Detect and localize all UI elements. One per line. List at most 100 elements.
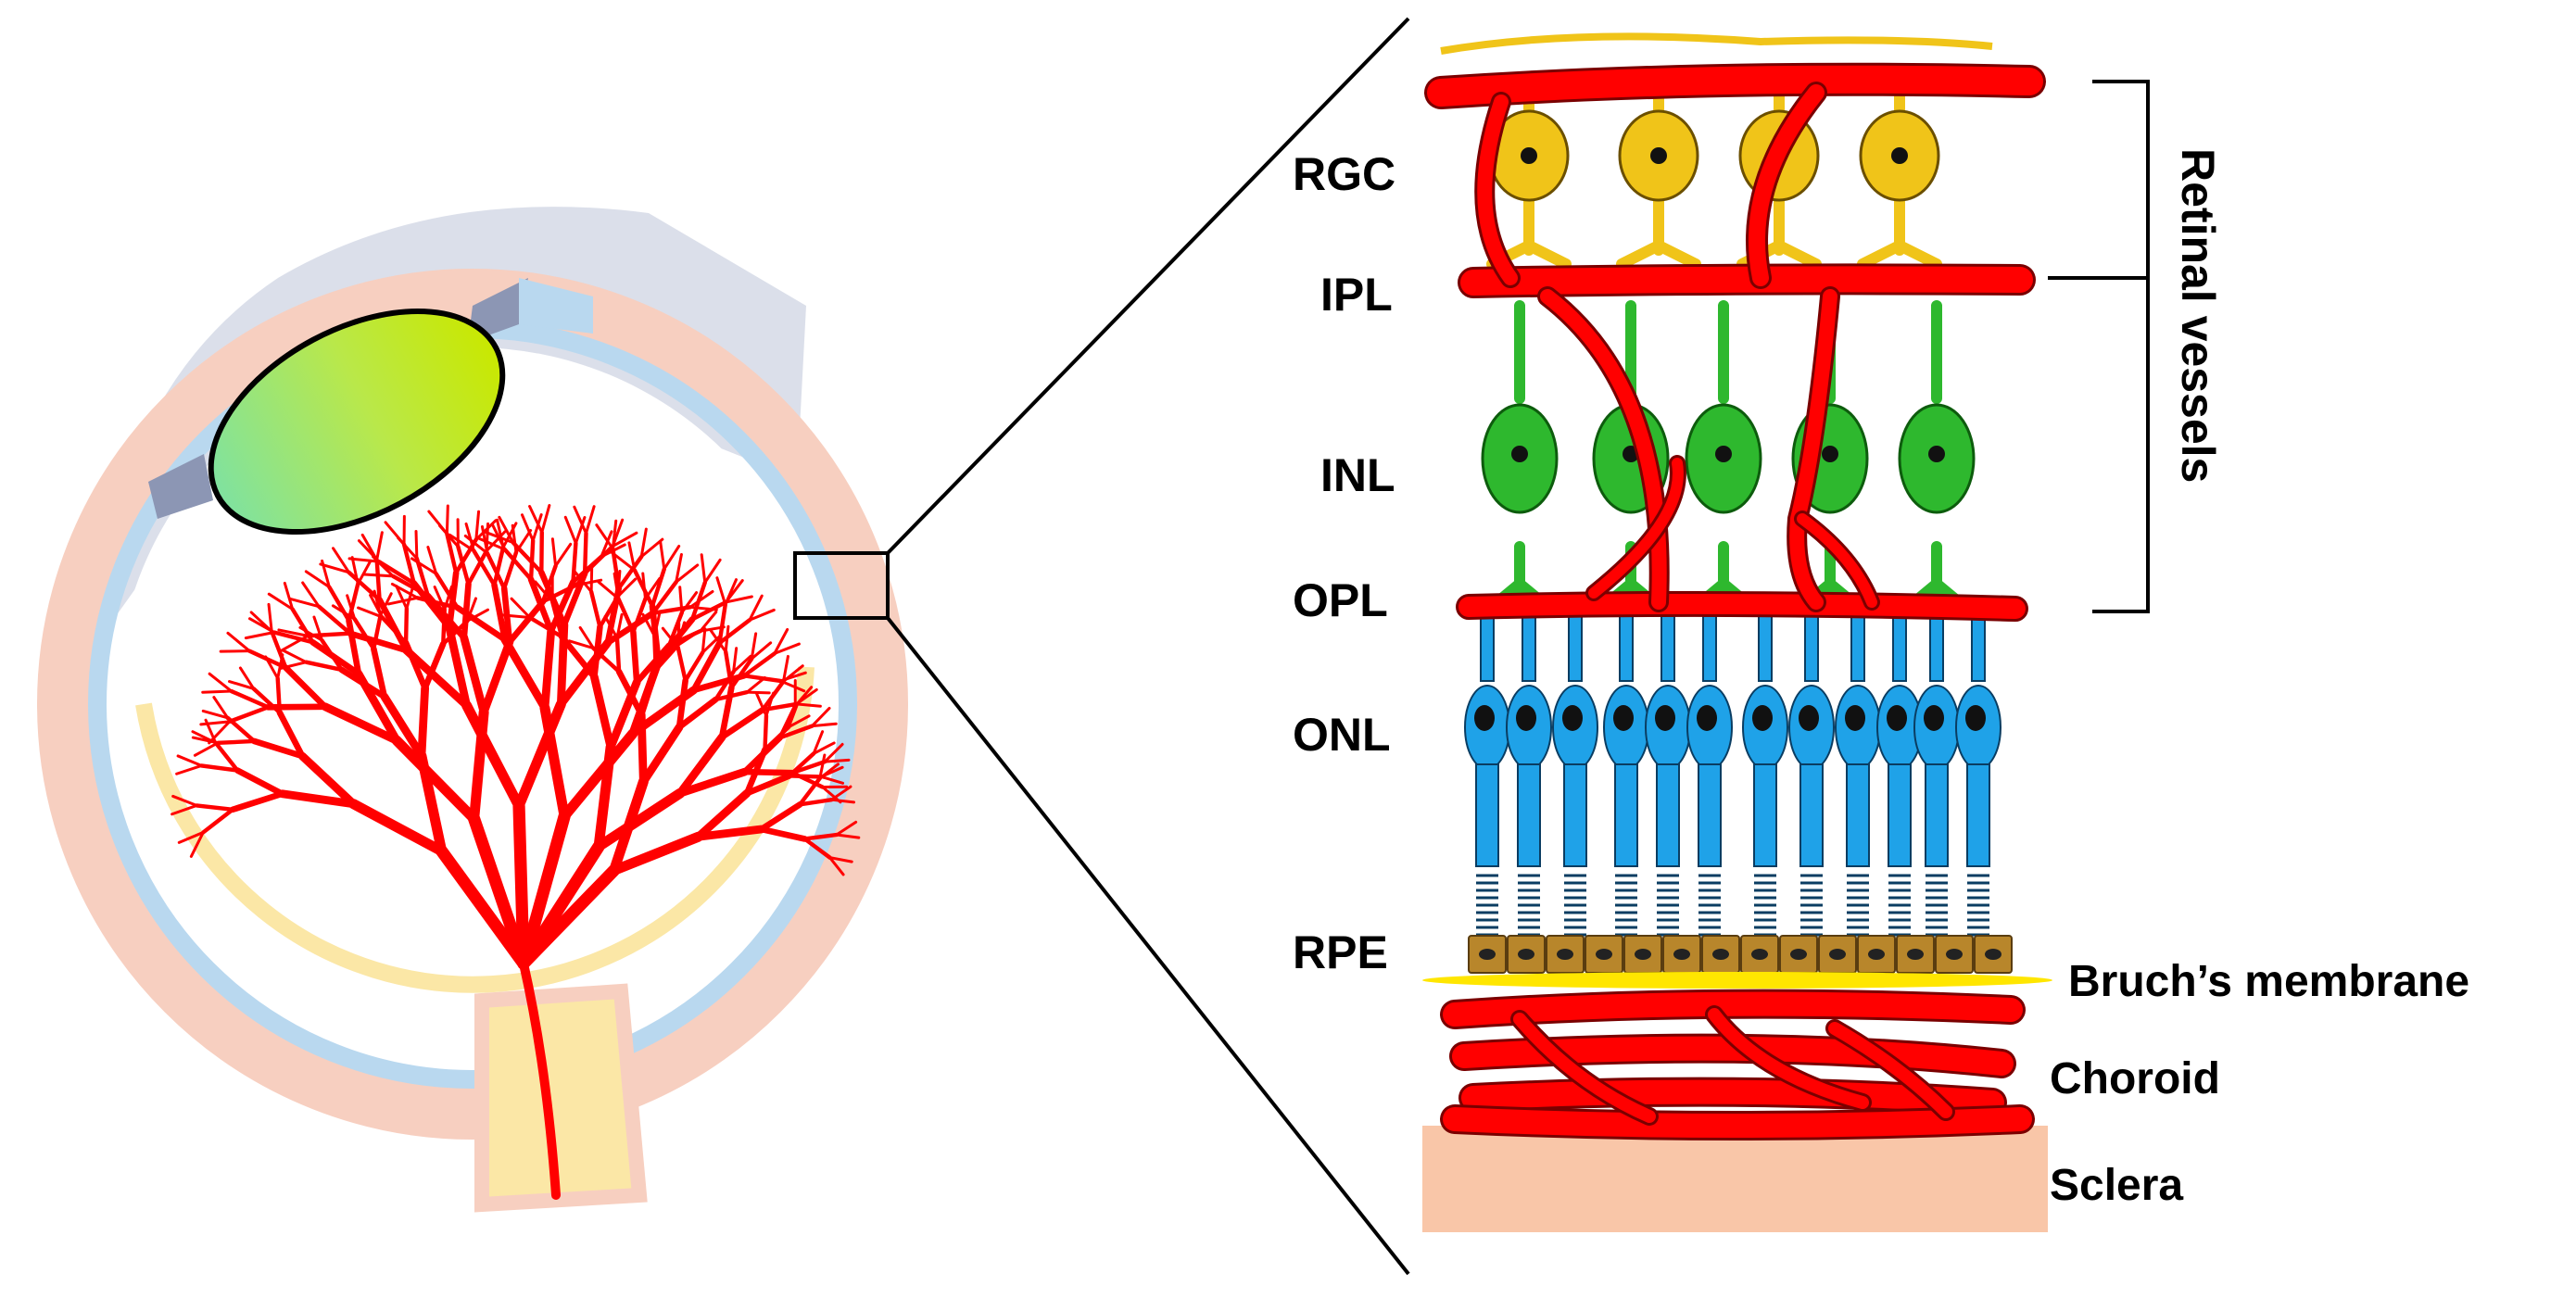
rpe-layer (1469, 936, 2012, 973)
photoreceptor-nucleus (1845, 705, 1865, 731)
photoreceptor-cell (1789, 616, 1834, 935)
bipolar-cell (1686, 306, 1761, 607)
photoreceptor-layer (1465, 616, 2001, 935)
photoreceptor-inner-segment (1926, 764, 1948, 866)
vessel-branch (633, 632, 637, 682)
photoreceptor-nucleus (1965, 705, 1986, 731)
rpe-nucleus (1635, 949, 1651, 960)
photoreceptor-inner-segment (1564, 764, 1586, 866)
rpe-nucleus (1985, 949, 2001, 960)
photoreceptor-outer-segment (1754, 876, 1776, 935)
photoreceptor-cell (1553, 616, 1597, 935)
label-inl: INL (1320, 449, 1395, 501)
photoreceptor-outer-segment (1967, 876, 1989, 935)
ganglion-cell (1861, 83, 1938, 264)
retinal-vessels-bracket (2048, 82, 2148, 611)
photoreceptor-inner-segment (1754, 764, 1776, 866)
label-bruchs-membrane: Bruch’s membrane (2068, 957, 2469, 1006)
label-ipl: IPL (1320, 269, 1393, 321)
vessel-branch (221, 651, 249, 652)
label-onl: ONL (1293, 709, 1391, 761)
vessel-branch (617, 637, 619, 672)
vessel-branch (308, 634, 350, 636)
rpe-nucleus (1751, 949, 1768, 960)
label-rpe: RPE (1293, 926, 1388, 978)
vessel-branch (678, 624, 679, 648)
sclera-layer (1422, 1126, 2048, 1232)
photoreceptor-outer-segment (1800, 876, 1823, 935)
choroid-layer (1455, 1004, 2020, 1126)
rpe-nucleus (1712, 949, 1729, 960)
bipolar-nucleus (1511, 446, 1528, 462)
vessel-branch (825, 760, 849, 762)
photoreceptor-axon (1661, 616, 1674, 681)
label-choroid: Choroid (2050, 1054, 2220, 1103)
label-rgc: RGC (1293, 148, 1395, 200)
photoreceptor-cell (1956, 616, 2001, 935)
vessel-branch (416, 532, 417, 559)
label-opl: OPL (1293, 574, 1388, 626)
vessel-branch (641, 714, 643, 782)
photoreceptor-inner-segment (1967, 764, 1989, 866)
vessel-branch (654, 636, 655, 670)
photoreceptor-inner-segment (1800, 764, 1823, 866)
choroid-vessel (1455, 1119, 2020, 1126)
vessel-branch (406, 609, 407, 643)
vessel-branch (422, 688, 425, 756)
photoreceptor-cell (1604, 616, 1648, 935)
vessel-branch (447, 506, 448, 534)
vessel-branch (203, 691, 232, 692)
vessel-rgc-horizontal (1441, 80, 2029, 93)
photoreceptor-cell (1646, 616, 1690, 935)
photoreceptor-inner-segment (1615, 764, 1637, 866)
photoreceptor-outer-segment (1615, 876, 1637, 935)
vessel-branch (747, 692, 769, 693)
photoreceptor-nucleus (1752, 705, 1773, 731)
ganglion-nucleus (1521, 147, 1537, 164)
photoreceptor-nucleus (1516, 705, 1536, 731)
optic-nerve (482, 991, 639, 1204)
vessel-branch (585, 534, 586, 573)
vessel-branch (377, 560, 380, 599)
photoreceptor-outer-segment (1476, 876, 1498, 935)
photoreceptor-axon (1805, 616, 1818, 681)
bipolar-cell (1483, 306, 1557, 607)
photoreceptor-nucleus (1655, 705, 1675, 731)
photoreceptor-axon (1851, 616, 1864, 681)
vessel-branch (591, 566, 592, 591)
photoreceptor-nucleus (1924, 705, 1944, 731)
photoreceptor-outer-segment (1657, 876, 1679, 935)
photoreceptor-outer-segment (1847, 876, 1869, 935)
photoreceptor-outer-segment (1926, 876, 1948, 935)
photoreceptor-inner-segment (1698, 764, 1721, 866)
retina-cross-section (1422, 36, 2052, 1232)
vessel-branch (519, 806, 524, 964)
photoreceptor-inner-segment (1657, 764, 1679, 866)
photoreceptor-outer-segment (1888, 876, 1911, 935)
vessel-branch (789, 775, 822, 776)
choroid-vessel (1455, 1004, 2011, 1014)
bipolar-cell-layer (1483, 306, 1974, 607)
photoreceptor-axon (1893, 616, 1906, 681)
photoreceptor-nucleus (1562, 705, 1583, 731)
photoreceptor-axon (1930, 616, 1943, 681)
photoreceptor-inner-segment (1888, 764, 1911, 866)
rpe-nucleus (1596, 949, 1612, 960)
rpe-nucleus (1518, 949, 1534, 960)
photoreceptor-nucleus (1474, 705, 1495, 731)
photoreceptor-cell (1465, 616, 1509, 935)
ganglion-axon-fiber (1441, 36, 1992, 51)
bruchs-membrane-layer (1422, 972, 2052, 989)
ganglion-cell (1620, 83, 1698, 264)
rpe-nucleus (1479, 949, 1496, 960)
vessel-ipl-horizontal (1473, 279, 2020, 283)
photoreceptor-cell (1914, 616, 1959, 935)
bipolar-nucleus (1822, 446, 1838, 462)
bipolar-nucleus (1715, 446, 1732, 462)
vessel-branch (745, 772, 792, 773)
bipolar-nucleus (1928, 446, 1945, 462)
ganglion-nucleus (1650, 147, 1667, 164)
photoreceptor-inner-segment (1518, 764, 1540, 866)
vessel-branch (531, 541, 533, 580)
photoreceptor-nucleus (1613, 705, 1634, 731)
